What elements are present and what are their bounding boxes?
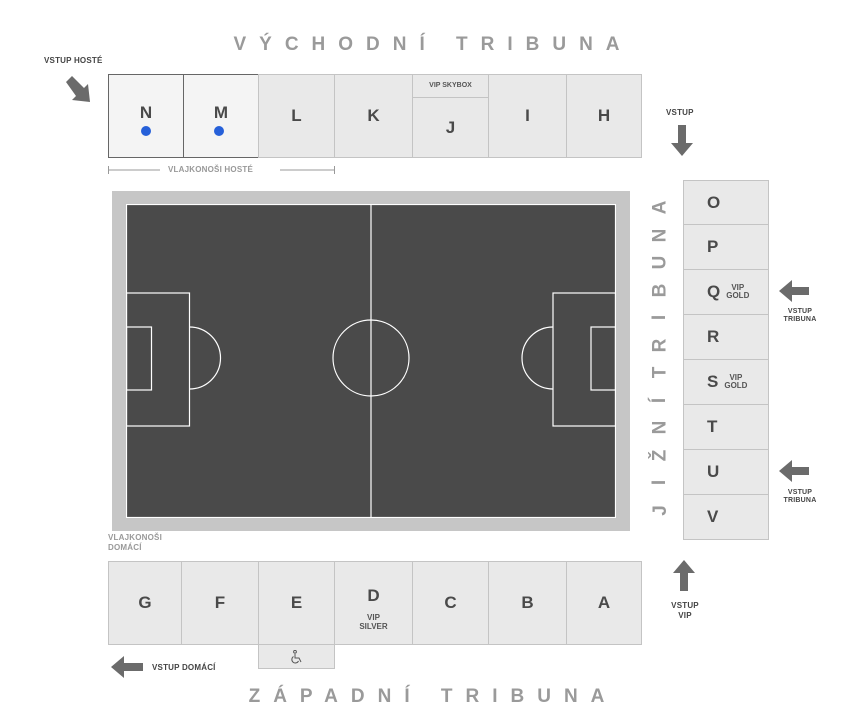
sector-g-label: G <box>138 593 152 612</box>
sector-i[interactable]: I <box>488 74 567 158</box>
south-title-letter: Ž <box>649 449 671 462</box>
sector-j[interactable]: J <box>412 74 489 158</box>
arrow-left-icon <box>111 656 143 678</box>
arrow-left-icon <box>779 280 809 302</box>
sector-u-label: U <box>707 462 720 481</box>
south-title-letter: I <box>649 480 671 486</box>
vip-gold-line1: VIP <box>729 373 743 382</box>
sector-n[interactable]: N <box>108 74 184 158</box>
sector-v-label: V <box>707 507 719 526</box>
south-title-letter: A <box>649 200 671 215</box>
sector-d-label: D <box>367 585 380 605</box>
vip-entrance-line1: VSTUP <box>671 601 699 610</box>
vip-gold-line2: GOLD <box>726 291 750 300</box>
south-title-letter: N <box>649 420 671 435</box>
wheelchair-icon <box>290 649 301 663</box>
west-stand-title: ZÁPADNÍ TRIBUNA <box>248 686 618 707</box>
sector-l-label: L <box>291 106 302 125</box>
south-title-letter: B <box>649 283 671 297</box>
home-flags-line2: DOMÁCÍ <box>108 543 142 552</box>
sector-p[interactable]: P <box>683 224 769 270</box>
sector-t[interactable]: T <box>683 404 769 450</box>
sector-a[interactable]: A <box>566 561 642 645</box>
sector-q-label: Q <box>707 282 721 301</box>
sector-g[interactable]: G <box>108 561 182 645</box>
sector-l[interactable]: L <box>258 74 335 158</box>
sector-k[interactable]: K <box>334 74 413 158</box>
vip-skybox-label: VIP SKYBOX <box>412 74 489 98</box>
sector-f[interactable]: F <box>181 561 259 645</box>
guest-marker-n <box>141 126 151 136</box>
sector-m[interactable]: M <box>183 74 259 158</box>
home-entrance-label: VSTUP DOMÁCÍ <box>152 663 216 672</box>
vip-entrance-line2: VIP <box>678 611 692 620</box>
sector-h-label: H <box>597 106 611 125</box>
sector-c[interactable]: C <box>412 561 489 645</box>
sector-r[interactable]: R <box>683 314 769 360</box>
sector-b[interactable]: B <box>488 561 567 645</box>
sector-c-label: C <box>444 593 457 612</box>
sector-k-label: K <box>367 106 380 125</box>
vip-silver-line2: SILVER <box>359 621 388 631</box>
tribune-entrance-line2: TRIBUNA <box>783 316 817 323</box>
vip-gold-line2: GOLD <box>724 381 748 390</box>
sector-i-label: I <box>525 106 530 125</box>
sector-o[interactable]: O <box>683 180 769 225</box>
sector-e[interactable]: E <box>258 561 335 645</box>
guest-entrance-label: VSTUP HOSTÉ <box>44 56 103 65</box>
south-title-letter: Í <box>649 397 671 403</box>
south-title-letter: I <box>649 314 671 321</box>
sector-a-label: A <box>597 593 611 612</box>
sector-j-label: J <box>445 118 456 137</box>
arrow-down-icon <box>671 125 693 156</box>
vip-silver-line1: VIP <box>367 612 380 622</box>
sector-u[interactable]: U <box>683 449 769 495</box>
tribune-entrance-line1: VSTUP <box>787 308 813 315</box>
east-stand-title: VÝCHODNÍ TRIBUNA <box>233 34 633 55</box>
sector-o-label: O <box>707 192 721 212</box>
vip-gold-line1: VIP <box>731 283 745 292</box>
arrow-up-icon <box>673 560 695 591</box>
sector-t-label: T <box>707 417 718 436</box>
sector-f-label: F <box>214 593 226 612</box>
sector-e-label: E <box>290 593 303 612</box>
south-title-letter: J <box>649 505 671 516</box>
sector-b-label: B <box>521 593 534 612</box>
sector-s-label: S <box>707 372 719 391</box>
south-title-letter: U <box>649 255 671 270</box>
arrow-diagonal-icon <box>66 76 90 102</box>
south-stand-title: A N U B I R T Í N Ž I J <box>648 198 672 520</box>
sector-n-label: N <box>139 103 153 122</box>
south-title-letter: N <box>649 228 671 242</box>
tribune-entrance-line2: TRIBUNA <box>783 497 817 504</box>
sector-p-label: P <box>707 237 719 256</box>
south-title-letter: R <box>649 338 671 353</box>
pitch <box>126 204 616 518</box>
sector-h[interactable]: H <box>566 74 642 158</box>
sector-r-label: R <box>707 327 720 346</box>
wheelchair-area[interactable] <box>258 644 335 669</box>
guest-flags-bracket <box>108 166 335 174</box>
sector-v[interactable]: V <box>683 494 769 540</box>
east-entrance-label: VSTUP <box>666 108 694 117</box>
arrow-left-icon <box>779 460 809 482</box>
home-flags-line1: VLAJKONOŠI <box>108 533 163 542</box>
guest-marker-m <box>214 126 224 136</box>
sector-m-label: M <box>213 103 229 122</box>
tribune-entrance-line1: VSTUP <box>787 489 813 496</box>
south-title-letter: T <box>649 366 671 379</box>
guest-flags-label: VLAJKONOŠI HOSTÉ <box>168 165 253 174</box>
